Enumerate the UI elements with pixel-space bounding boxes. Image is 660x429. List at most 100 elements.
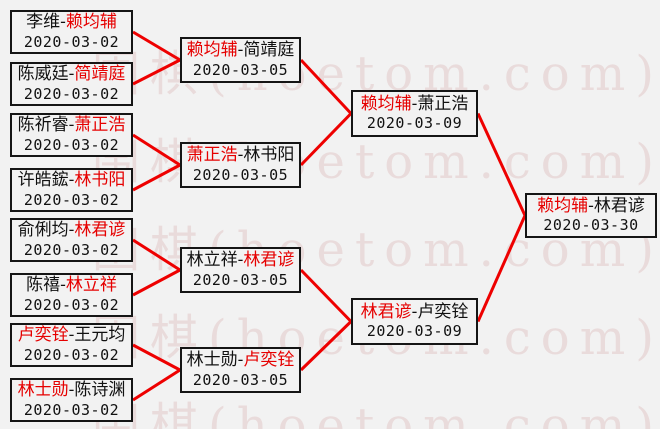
match-players: 赖均辅-林君谚 xyxy=(537,195,645,217)
match-players: 卢奕铨-王元均 xyxy=(17,325,126,346)
bracket-connector xyxy=(132,238,181,272)
player-name-right: 林书阳 xyxy=(243,145,295,166)
player-separator: - xyxy=(68,220,75,241)
match-players: 陈威廷-简靖庭 xyxy=(17,64,126,85)
watermark-text: 围棋(hoetom.com) xyxy=(92,398,660,429)
match-players: 林士勋-陈诗渊 xyxy=(17,380,126,401)
player-name-right: 林君谚 xyxy=(74,220,126,241)
player-separator: - xyxy=(68,115,75,136)
player-name-left: 陈祈睿 xyxy=(17,115,69,136)
player-name-right: 卢奕铨 xyxy=(417,301,469,322)
player-separator: - xyxy=(68,380,75,401)
player-separator: - xyxy=(60,275,66,296)
match-players: 李维-赖均辅 xyxy=(26,12,117,33)
player-name-right: 萧正浩 xyxy=(74,115,126,136)
player-name-right: 简靖庭 xyxy=(74,64,126,85)
player-name-left: 陈威廷 xyxy=(17,64,69,85)
player-separator: - xyxy=(237,40,244,61)
match-players: 陈祈睿-萧正浩 xyxy=(17,115,126,136)
match-date: 2020-03-02 xyxy=(23,295,120,314)
match-date: 2020-03-30 xyxy=(543,216,639,235)
player-name-right: 简靖庭 xyxy=(243,40,295,61)
match-players: 林立祥-林君谚 xyxy=(186,250,295,271)
match-players: 林君谚-卢奕铨 xyxy=(360,301,469,323)
bracket-connector xyxy=(476,214,527,323)
player-separator: - xyxy=(68,64,75,85)
player-name-left: 萧正浩 xyxy=(186,145,238,166)
match-date: 2020-03-02 xyxy=(23,400,120,419)
player-name-right: 陈诗渊 xyxy=(74,380,126,401)
player-name-left: 林君谚 xyxy=(360,301,412,322)
bracket-connector xyxy=(132,268,181,297)
player-name-right: 林书阳 xyxy=(74,170,126,191)
player-name-left: 林立祥 xyxy=(186,250,238,271)
bracket-connector xyxy=(299,58,353,115)
player-separator: - xyxy=(411,301,418,322)
player-name-left: 许皓鋐 xyxy=(17,170,69,191)
bracket-connector xyxy=(132,368,181,402)
player-name-right: 林君谚 xyxy=(593,195,645,216)
bracket-connector xyxy=(132,58,181,86)
bracket-connector xyxy=(132,163,181,192)
player-name-left: 林士勋 xyxy=(186,350,238,371)
match-date: 2020-03-02 xyxy=(23,32,120,51)
match-date: 2020-03-09 xyxy=(366,322,463,341)
match-date: 2020-03-05 xyxy=(192,60,289,79)
match-date: 2020-03-05 xyxy=(192,370,289,389)
bracket-connector xyxy=(132,133,181,167)
player-name-right: 赖均辅 xyxy=(65,12,117,33)
match-date: 2020-03-05 xyxy=(192,270,289,289)
match-date: 2020-03-02 xyxy=(23,135,120,154)
player-name-left: 赖均辅 xyxy=(186,40,238,61)
player-name-left: 卢奕铨 xyxy=(17,325,69,346)
bracket-connector xyxy=(299,112,353,167)
match-date: 2020-03-05 xyxy=(192,165,289,184)
player-separator: - xyxy=(588,195,594,216)
match-players: 俞俐均-林君谚 xyxy=(18,220,126,241)
player-name-right: 王元均 xyxy=(74,325,126,346)
player-name-left: 赖均辅 xyxy=(360,93,412,114)
bracket-connector xyxy=(299,320,353,372)
match-date: 2020-03-02 xyxy=(23,190,120,209)
player-name-right: 林立祥 xyxy=(65,275,117,296)
player-separator: - xyxy=(68,325,75,346)
match-date: 2020-03-02 xyxy=(23,240,120,259)
player-name-right: 卢奕铨 xyxy=(243,350,295,371)
match-date: 2020-03-09 xyxy=(366,114,463,133)
match-date: 2020-03-02 xyxy=(23,84,120,103)
player-name-left: 李维 xyxy=(26,12,61,33)
match-players: 陈禧-林立祥 xyxy=(26,275,117,296)
player-name-right: 林君谚 xyxy=(243,250,295,271)
bracket-connector xyxy=(132,30,181,62)
player-separator: - xyxy=(68,170,75,191)
player-name-left: 陈禧 xyxy=(26,275,61,296)
player-separator: - xyxy=(60,12,66,33)
player-name-left: 林士勋 xyxy=(17,380,69,401)
match-date: 2020-03-02 xyxy=(23,345,120,364)
player-separator: - xyxy=(237,145,244,166)
bracket-connector xyxy=(132,343,181,372)
player-separator: - xyxy=(237,350,244,371)
bracket-connector xyxy=(299,268,353,323)
match-players: 许皓鋐-林书阳 xyxy=(17,170,126,191)
player-name-left: 赖均辅 xyxy=(537,195,589,216)
player-separator: - xyxy=(411,93,418,114)
match-players: 赖均辅-简靖庭 xyxy=(186,40,295,61)
match-players: 赖均辅-萧正浩 xyxy=(360,93,469,115)
player-name-right: 萧正浩 xyxy=(417,93,469,114)
